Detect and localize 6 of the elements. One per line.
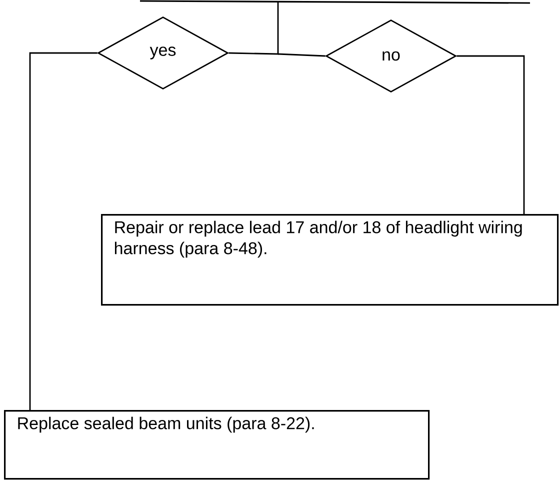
connector-line (278, 53, 326, 57)
process-box: Repair or replace lead 17 and/or 18 of headlight wiring harness (para 8-48). (101, 214, 559, 306)
connector-line (456, 55, 525, 214)
connector-line (228, 1, 279, 55)
connector-line (29, 52, 98, 410)
process-box: Replace sealed beam units (para 8-22). (4, 410, 430, 480)
